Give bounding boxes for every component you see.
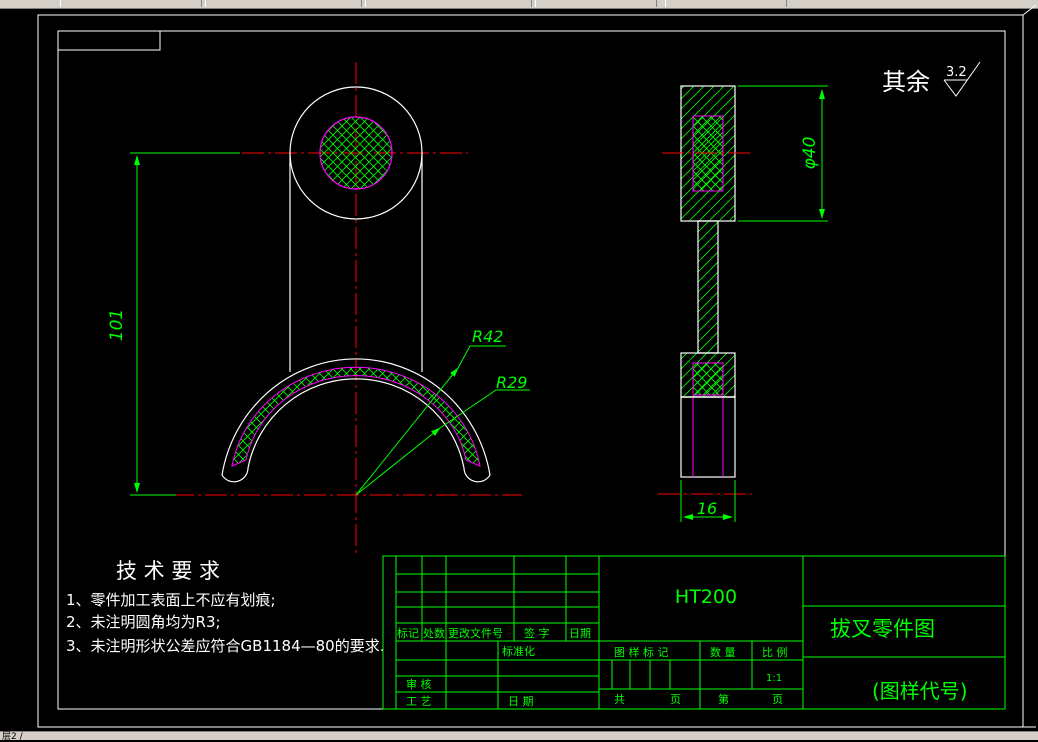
dim-height-label: 101 <box>107 309 127 341</box>
sheet-label: 第 <box>718 692 729 706</box>
surface-note: 其余 <box>882 68 930 96</box>
standardize-label: 标准化 <box>502 644 535 658</box>
boss-hole-hatch <box>319 116 393 190</box>
dim-width <box>680 480 736 522</box>
page-label: 页 <box>670 693 681 706</box>
total-label: 共 <box>614 693 625 706</box>
side-center-lines <box>658 152 752 495</box>
part-name: 拔叉零件图 <box>830 617 935 641</box>
dim-height <box>130 152 240 496</box>
dim-width-label: 16 <box>697 499 717 518</box>
requirement-item: 1、零件加工表面上不应有划痕; <box>66 591 276 609</box>
status-text: 层2 / <box>2 732 23 742</box>
roughness-value: 3.2 <box>946 65 967 80</box>
dim-radius <box>355 345 530 496</box>
code-box <box>57 30 161 51</box>
dim-diameter-label: φ40 <box>800 137 820 170</box>
review-label: 审 核 <box>406 677 432 691</box>
toolbar-segment[interactable] <box>665 0 787 7</box>
material-label: HT200 <box>675 586 737 608</box>
toolbar-segment[interactable] <box>205 0 362 7</box>
side-view <box>680 85 736 478</box>
fork-hatch <box>231 366 481 467</box>
header-count: 处数 <box>423 627 445 640</box>
header-sign: 签 字 <box>524 626 550 640</box>
requirement-item: 2、未注明圆角均为R3; <box>66 613 221 631</box>
title-block-grid <box>382 555 1006 710</box>
dim-r42-label: R42 <box>472 327 503 346</box>
date-label: 日 期 <box>508 695 534 708</box>
header-mark: 标记 <box>397 626 419 640</box>
page-label: 页 <box>772 693 783 706</box>
requirement-item: 3、未注明形状公差应符合GB1184—80的要求. <box>66 637 385 655</box>
roughness-icon <box>943 61 981 97</box>
requirements-title: 技 术 要 求 <box>116 559 220 583</box>
toolbar-segment[interactable] <box>60 0 202 7</box>
drawing-code: (图样代号) <box>872 679 968 703</box>
dim-diameter <box>738 85 828 222</box>
scale-value: 1:1 <box>766 673 782 684</box>
process-label: 工 艺 <box>406 695 432 708</box>
toolbar-segment[interactable] <box>535 0 657 7</box>
toolbar-strip <box>0 0 1038 9</box>
drawing-canvas[interactable] <box>0 9 1038 731</box>
pattern-mark-label: 图 样 标 记 <box>614 645 669 659</box>
header-doc: 更改文件号 <box>448 626 503 640</box>
outer-border <box>37 14 1024 728</box>
status-bar: 层2 / <box>0 731 1038 742</box>
header-date: 日期 <box>569 627 591 640</box>
fork-arc <box>221 358 491 483</box>
dim-r29-label: R29 <box>496 373 527 392</box>
quantity-label: 数 量 <box>710 646 736 659</box>
toolbar-segment[interactable] <box>365 0 532 7</box>
scale-label: 比 例 <box>762 645 788 659</box>
